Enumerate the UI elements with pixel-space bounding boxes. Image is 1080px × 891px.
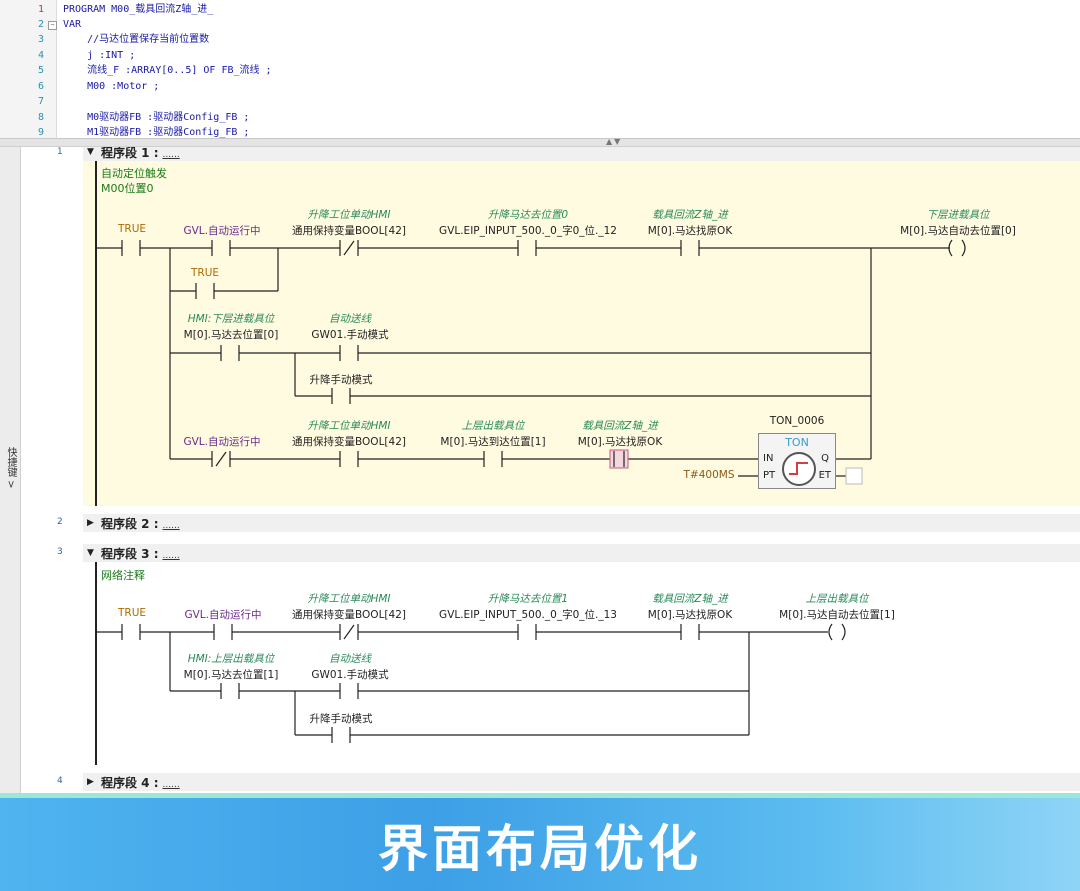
contact-label[interactable]: GVL.EIP_INPUT_500._0_字0_位._13: [439, 609, 617, 621]
line-gutter: [0, 0, 57, 138]
power-rail: [95, 161, 97, 506]
contact-label[interactable]: 升降手动模式: [309, 374, 373, 386]
code-line[interactable]: 9 M1驱动器FB :驱动器Config_FB ;: [37, 127, 250, 138]
contact-label[interactable]: M[0].马达到达位置[1]: [440, 436, 546, 448]
timer-preset[interactable]: T#400MS: [683, 469, 735, 481]
rung-number: 2: [57, 517, 63, 527]
coil-caption: 上层出载具位: [805, 593, 869, 605]
power-rail: [95, 562, 97, 765]
ton-et-pin: ET: [818, 470, 831, 481]
rung-body[interactable]: 自动定位触发 M00位置0: [83, 161, 1080, 506]
ton-pt-pin: PT: [763, 470, 776, 481]
coil-label[interactable]: M[0].马达自动去位置[0]: [900, 225, 1016, 237]
contact-label[interactable]: M[0].马达找原OK: [577, 436, 663, 448]
contact-caption: HMI:上层出载具位: [187, 653, 275, 665]
contact-caption: 载具回流Z轴_进: [582, 420, 658, 432]
section-title: 程序段 1 :: [101, 147, 159, 160]
contact-label[interactable]: TRUE: [117, 607, 147, 619]
coil-caption: 下层进载具位: [926, 209, 990, 221]
contact-label[interactable]: 通用保持变量BOOL[42]: [292, 436, 406, 448]
contact-caption: 升降工位单动HMI: [307, 420, 391, 432]
contact-caption: 载具回流Z轴_进: [652, 209, 728, 221]
contact-caption: 升降马达去位置0: [487, 209, 569, 221]
code-line[interactable]: 7: [37, 96, 44, 107]
coil-label[interactable]: M[0].马达自动去位置[1]: [779, 609, 895, 621]
banner-accent-band: [0, 793, 1080, 798]
collapse-triangle-icon[interactable]: ▼: [87, 147, 94, 157]
ton-q-pin: Q: [821, 453, 829, 464]
contact-caption: 上层出载具位: [461, 420, 525, 432]
contact-label[interactable]: 通用保持变量BOOL[42]: [292, 609, 406, 621]
rung-body[interactable]: 网络注释: [83, 562, 1080, 765]
contact-label[interactable]: GVL.EIP_INPUT_500._0_字0_位._12: [439, 225, 617, 237]
section-title: 程序段 3 :: [101, 547, 159, 561]
code-line[interactable]: 4 j :INT ;: [37, 50, 136, 61]
rung-comment[interactable]: 自动定位触发: [101, 167, 167, 180]
contact-label[interactable]: M[0].马达去位置[0]: [183, 329, 279, 341]
collapse-triangle-icon[interactable]: ▼: [87, 548, 94, 558]
rung-number: 3: [57, 547, 63, 557]
expand-triangle-icon[interactable]: ▶: [87, 777, 94, 787]
ladder-editor[interactable]: 1 ▼ 程序段 1 :...... 自动定位触发 M00位置0 2 ▶ 程序段 …: [21, 147, 1080, 793]
shortcut-tab[interactable]: 快捷键 >: [5, 447, 16, 489]
section-title: 程序段 4 :: [101, 776, 159, 790]
contact-caption: 升降工位单动HMI: [307, 209, 391, 221]
code-line[interactable]: 2−VAR: [37, 19, 82, 30]
section-link[interactable]: ......: [162, 551, 180, 561]
section-title: 程序段 2 :: [101, 517, 159, 531]
section-link[interactable]: ......: [162, 150, 180, 160]
ton-timer-block[interactable]: TON IN PT Q ET: [758, 433, 836, 489]
contact-caption: 自动送线: [329, 653, 371, 665]
contact-label[interactable]: TRUE: [190, 267, 220, 279]
contact-label[interactable]: GVL.自动运行中: [183, 436, 261, 448]
rung-comment[interactable]: M00位置0: [101, 182, 154, 195]
contact-label[interactable]: M[0].马达找原OK: [647, 225, 733, 237]
expand-triangle-icon[interactable]: ▶: [87, 518, 94, 528]
contact-caption: HMI:下层进载具位: [187, 313, 275, 325]
contact-caption: 自动送线: [329, 313, 371, 325]
timer-instance-name[interactable]: TON_0006: [769, 415, 825, 427]
contact-label[interactable]: M[0].马达找原OK: [647, 609, 733, 621]
code-line[interactable]: 6 M00 :Motor ;: [37, 81, 160, 92]
ton-type: TON: [785, 436, 809, 449]
contact-label[interactable]: GVL.自动运行中: [184, 609, 262, 621]
rung-comment[interactable]: 网络注释: [101, 569, 145, 582]
contact-caption: 升降马达去位置1: [487, 593, 569, 605]
collapse-arrows-icon[interactable]: ▲▼: [606, 137, 623, 146]
rung-number: 1: [57, 147, 63, 157]
fold-toggle-icon[interactable]: −: [48, 21, 57, 30]
section-link[interactable]: ......: [162, 521, 180, 531]
code-line[interactable]: 5 流线_F :ARRAY[0..5] OF FB_流线 ;: [37, 65, 272, 76]
section-header[interactable]: ▼ 程序段 3 :......: [83, 544, 1080, 562]
timer-clock-icon: [782, 452, 816, 486]
ladder-diagram: [97, 239, 966, 743]
section-header[interactable]: ▶ 程序段 2 :......: [83, 514, 1080, 532]
rung-number: 4: [57, 776, 63, 786]
contact-label[interactable]: GW01.手动模式: [311, 329, 389, 341]
section-header[interactable]: ▼ 程序段 1 :......: [83, 147, 1080, 161]
contact-label[interactable]: GW01.手动模式: [311, 669, 389, 681]
code-line[interactable]: 8 M0驱动器FB :驱动器Config_FB ;: [37, 112, 250, 123]
contact-label[interactable]: TRUE: [117, 223, 147, 235]
section-header[interactable]: ▶ 程序段 4 :......: [83, 773, 1080, 791]
ton-in-pin: IN: [763, 453, 774, 464]
contact-label[interactable]: GVL.自动运行中: [183, 225, 261, 237]
section-link[interactable]: ......: [162, 780, 180, 790]
code-line[interactable]: 3 //马达位置保存当前位置数: [37, 34, 210, 45]
contact-label[interactable]: 通用保持变量BOOL[42]: [292, 225, 406, 237]
contact-label[interactable]: 升降手动模式: [309, 713, 373, 725]
contact-label[interactable]: M[0].马达去位置[1]: [183, 669, 279, 681]
banner-title: 界面布局优化: [378, 820, 702, 878]
pane-splitter[interactable]: ▲▼: [0, 137, 1080, 147]
side-toolbar[interactable]: 快捷键 >: [0, 147, 21, 793]
promo-banner: 界面布局优化: [0, 793, 1080, 891]
contact-caption: 升降工位单动HMI: [307, 593, 391, 605]
contact-caption: 载具回流Z轴_进: [652, 593, 728, 605]
